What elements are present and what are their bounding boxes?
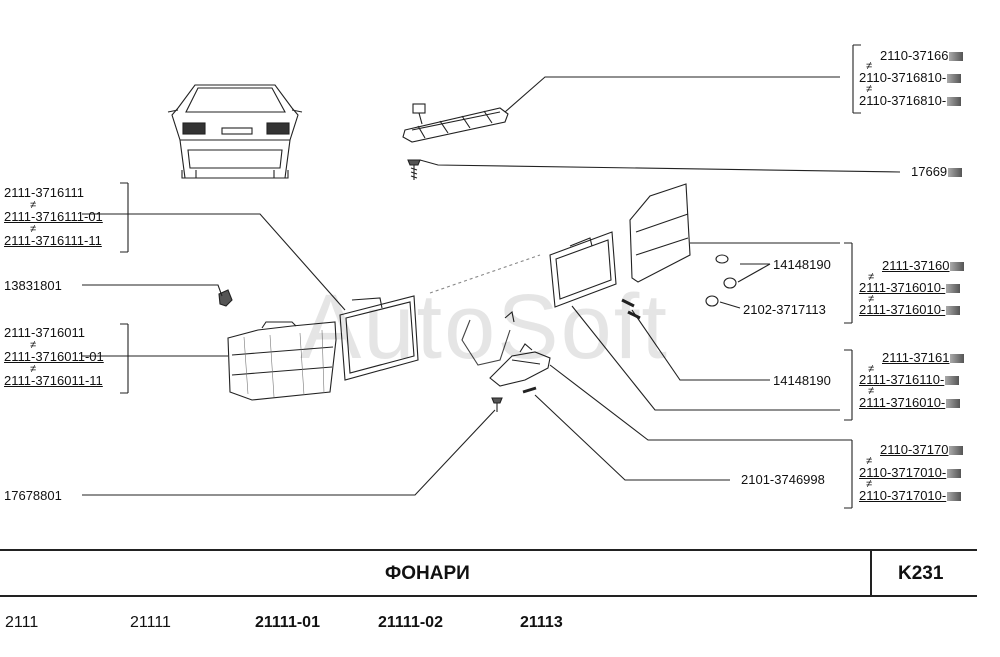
label-inner-lamp-right-2: 2111-3716110- (859, 372, 960, 387)
label-outer-lamp-right-1: 2111-37160 (882, 258, 965, 273)
alt-mark: ≠ (30, 339, 37, 351)
label-plate-lamp-1: 2110-37170 (880, 442, 964, 457)
label-high-stop-3: 2110-3716810- (859, 93, 962, 108)
alt-mark: ≠ (866, 455, 873, 467)
model-21111-01: 21111-01 (255, 614, 320, 631)
title-divider (870, 551, 872, 595)
parts-diagram (82, 44, 901, 509)
label-screw-bottom: 17678801 (4, 488, 62, 503)
label-outer-lamp-left-3: 2111-3716011-11 (4, 373, 103, 388)
inner-lamp-right-icon (549, 231, 617, 308)
plate-lamp-icon (489, 343, 551, 387)
alt-mark: ≠ (868, 363, 875, 375)
clip-icon (218, 289, 233, 307)
model-21111: 21111 (130, 614, 171, 631)
label-high-stop-1: 2110-37166 (880, 48, 964, 63)
model-2111: 2111 (5, 614, 39, 631)
car-rear-view-icon (167, 84, 303, 179)
model-21113: 21113 (520, 614, 563, 631)
title-bar: ФОНАРИ K231 (0, 549, 977, 597)
label-outer-lamp-left-2: 2111-3716011-01 (4, 349, 104, 364)
screw-top-icon (407, 159, 421, 180)
label-outer-lamp-right-3: 2111-3716010- (859, 302, 961, 317)
alt-mark: ≠ (30, 223, 37, 235)
label-bulb-3: 14148190 (773, 373, 831, 388)
label-clip: 13831801 (4, 278, 62, 293)
alt-mark: ≠ (868, 271, 875, 283)
alt-mark: ≠ (30, 363, 37, 375)
label-inner-lamp-right-3: 2111-3716010- (859, 395, 961, 410)
model-21111-02: 21111-02 (378, 614, 443, 631)
alt-mark: ≠ (866, 83, 873, 95)
label-outer-lamp-right-2: 2111-3716010- (859, 280, 961, 295)
label-inner-lamp-left-2: 2111-3716111-01 (4, 209, 103, 224)
label-high-stop-2: 2110-3716810- (859, 70, 962, 85)
screw-bottom-icon (491, 397, 503, 412)
label-bulb-1: 14148190 (773, 257, 831, 272)
alt-mark: ≠ (866, 478, 873, 490)
label-inner-lamp-left-3: 2111-3716111-11 (4, 233, 102, 248)
inner-lamp-left-icon (339, 295, 419, 381)
bulbs-icon (522, 254, 737, 394)
sheet-code: K231 (898, 563, 944, 584)
label-bulb-4: 2101-3746998 (741, 472, 825, 487)
label-screw-top: 17669 (911, 164, 963, 179)
label-outer-lamp-left-1: 2111-3716011 (4, 325, 85, 340)
label-inner-lamp-left-1: 2111-3716111 (4, 185, 84, 200)
high-stop-lamp-icon (402, 103, 509, 143)
alt-mark: ≠ (30, 199, 37, 211)
alt-mark: ≠ (868, 293, 875, 305)
page-title: ФОНАРИ (385, 563, 470, 584)
label-plate-lamp-3: 2110-3717010- (859, 488, 962, 503)
outer-lamp-left-icon (227, 321, 337, 401)
alt-mark: ≠ (866, 60, 873, 72)
outer-lamp-right-icon (629, 183, 691, 283)
alt-mark: ≠ (868, 385, 875, 397)
label-inner-lamp-right-1: 2111-37161 (882, 350, 965, 365)
label-plate-lamp-2: 2110-3717010- (859, 465, 962, 480)
label-bulb-2: 2102-3717113 (743, 302, 826, 317)
